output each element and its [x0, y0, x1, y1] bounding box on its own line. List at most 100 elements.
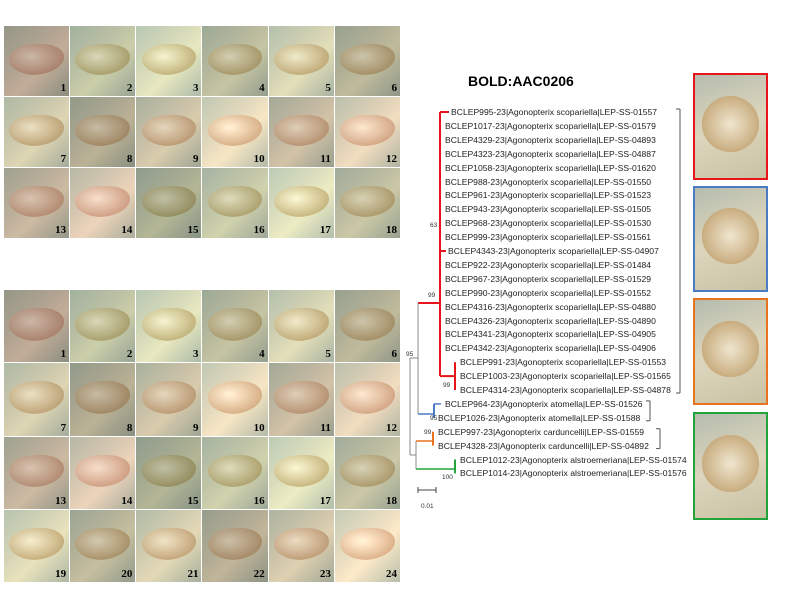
specimen-number: 11 — [320, 153, 331, 165]
tree-tip-label: BCLEP968-23|Agonopterix scopariella|LEP-… — [445, 218, 652, 229]
tree-tip-label: BCLEP4326-23|Agonopterix scopariella|LEP… — [445, 315, 656, 326]
tree-tip-label: BCLEP988-23|Agonopterix scopariella|LEP-… — [445, 176, 652, 187]
specimen-number: 13 — [55, 494, 67, 507]
specimen-number: 9 — [192, 421, 199, 434]
specimen-number: 20 — [121, 568, 133, 580]
specimen-photo: 14 — [70, 436, 136, 509]
specimen-photo: 20 — [70, 509, 136, 582]
specimen-number: 7 — [60, 153, 67, 165]
tree-tip-label: BCLEP943-23|Agonopterix scopariella|LEP-… — [445, 204, 652, 215]
bootstrap-value: 100 — [442, 474, 453, 481]
scale-bar-label: 0.01 — [421, 503, 434, 510]
specimen-photo: 7 — [4, 97, 70, 167]
specimen-photo: 2 — [70, 290, 136, 363]
tree-tip-label: BCLEP922-23|Agonopterix scopariella|LEP-… — [445, 259, 652, 270]
specimen-photo: 18 — [334, 168, 400, 238]
bootstrap-value: 95 — [430, 415, 438, 422]
specimen-photo: 5 — [268, 26, 334, 96]
specimen-number: 1 — [60, 348, 67, 361]
specimen-number: 7 — [60, 421, 67, 434]
tree-tip-label: BCLEP990-23|Agonopterix scopariella|LEP-… — [445, 287, 652, 298]
tree-tip-label: BCLEP4314-23|Agonopterix scopariella|LEP… — [460, 385, 671, 395]
specimen-photo: 8 — [70, 363, 136, 436]
specimen-number: 5 — [325, 348, 331, 361]
specimen-photo: 9 — [136, 97, 202, 167]
specimen-photo: 17 — [268, 436, 334, 509]
specimen-number: 1 — [60, 82, 67, 94]
specimen-photo: 5 — [268, 290, 334, 363]
specimen-photo: 10 — [202, 97, 268, 167]
photo-scopariella — [693, 73, 768, 180]
specimen-photo: 12 — [334, 97, 400, 167]
tree-tip-label: BCLEP997-23|Agonopterix carduncelli|LEP-… — [438, 426, 645, 437]
specimen-number: 3 — [192, 348, 199, 361]
specimen-photo: 3 — [136, 290, 202, 363]
tree-tip-label: BCLEP999-23|Agonopterix scopariella|LEP-… — [445, 232, 652, 243]
specimen-photo: 9 — [136, 363, 202, 436]
tree-tip-label: BCLEP961-23|Agonopterix scopariella|LEP-… — [445, 190, 652, 201]
specimen-photo: 16 — [202, 436, 268, 509]
specimen-photo: 18 — [334, 436, 400, 509]
specimen-number: 17 — [319, 494, 331, 507]
tree-tip-label: BCLEP4342-23|Agonopterix scopariella|LEP… — [445, 343, 656, 354]
tree-tip-label: BCLEP4343-23|Agonopterix scopariella|LEP… — [448, 246, 659, 256]
bootstrap-value: 99 — [428, 292, 436, 299]
specimen-number: 2 — [126, 82, 133, 94]
bin-title: BOLD:AAC0206 — [468, 73, 574, 89]
specimen-photo: 12 — [334, 363, 400, 436]
specimen-photo: 8 — [70, 97, 136, 167]
photo-alstroemeriana — [693, 412, 768, 520]
tree-tip-label: BCLEP1012-23|Agonopterix alstroemeriana|… — [460, 454, 687, 465]
specimen-number: 12 — [385, 421, 397, 434]
specimen-number: 17 — [319, 224, 331, 236]
tree-tip-label: BCLEP1058-23|Agonopterix scopariella|LEP… — [445, 162, 656, 173]
specimen-number: 15 — [187, 494, 199, 507]
tree-tip-label: BCLEP4329-23|Agonopterix scopariella|LEP… — [445, 134, 656, 145]
specimen-number: 21 — [187, 568, 199, 580]
specimen-number: 18 — [385, 224, 397, 236]
specimen-number: 16 — [253, 494, 265, 507]
specimen-number: 8 — [126, 421, 133, 434]
specimen-photo: 22 — [202, 509, 268, 582]
specimen-number: 14 — [121, 224, 133, 236]
specimen-number: 16 — [253, 224, 265, 236]
specimen-number: 18 — [385, 494, 397, 507]
specimen-photo: 14 — [70, 168, 136, 238]
specimen-number: 8 — [126, 153, 133, 165]
specimen-number: 2 — [126, 348, 133, 361]
bootstrap-value: 99 — [424, 429, 432, 436]
specimen-number: 11 — [320, 421, 331, 434]
specimen-number: 5 — [325, 82, 331, 94]
specimen-photo: 4 — [202, 290, 268, 363]
specimen-photo: 13 — [4, 436, 70, 509]
tree-tip-label: BCLEP4328-23|Agonopterix carduncelli|LEP… — [438, 440, 649, 451]
specimen-photo: 13 — [4, 168, 70, 238]
specimen-number: 4 — [259, 348, 265, 361]
specimen-photo: 10 — [202, 363, 268, 436]
specimen-number: 24 — [385, 568, 397, 580]
tree-tip-label: BCLEP4316-23|Agonopterix scopariella|LEP… — [445, 301, 656, 312]
tree-tip-label: BCLEP1026-23|Agonopterix atomella|LEP-SS… — [438, 412, 641, 423]
specimen-number: 6 — [391, 348, 397, 361]
specimen-number: 10 — [253, 153, 265, 165]
specimen-number: 19 — [55, 568, 67, 580]
specimen-photo: 1 — [4, 290, 70, 363]
specimen-photo: 23 — [268, 509, 334, 582]
specimen-photo: 3 — [136, 26, 202, 96]
specimen-photo: 24 — [334, 509, 400, 582]
specimen-number: 10 — [253, 421, 265, 434]
specimen-number: 4 — [259, 82, 265, 94]
specimen-photo: 6 — [334, 290, 400, 363]
tree-tip-label: BCLEP4323-23|Agonopterix scopariella|LEP… — [445, 148, 656, 159]
specimen-photo: 19 — [4, 509, 70, 582]
specimen-photo: 11 — [268, 97, 334, 167]
specimen-number: 6 — [391, 82, 397, 94]
specimen-number: 15 — [187, 224, 199, 236]
tree-tip-label: BCLEP1003-23|Agonopterix scopariella|LEP… — [460, 371, 671, 382]
specimen-photo: 2 — [70, 26, 136, 96]
specimen-photo: 16 — [202, 168, 268, 238]
tree-tip-label: BCLEP967-23|Agonopterix scopariella|LEP-… — [445, 273, 652, 284]
specimen-number: 23 — [319, 568, 331, 580]
specimen-photo: 17 — [268, 168, 334, 238]
